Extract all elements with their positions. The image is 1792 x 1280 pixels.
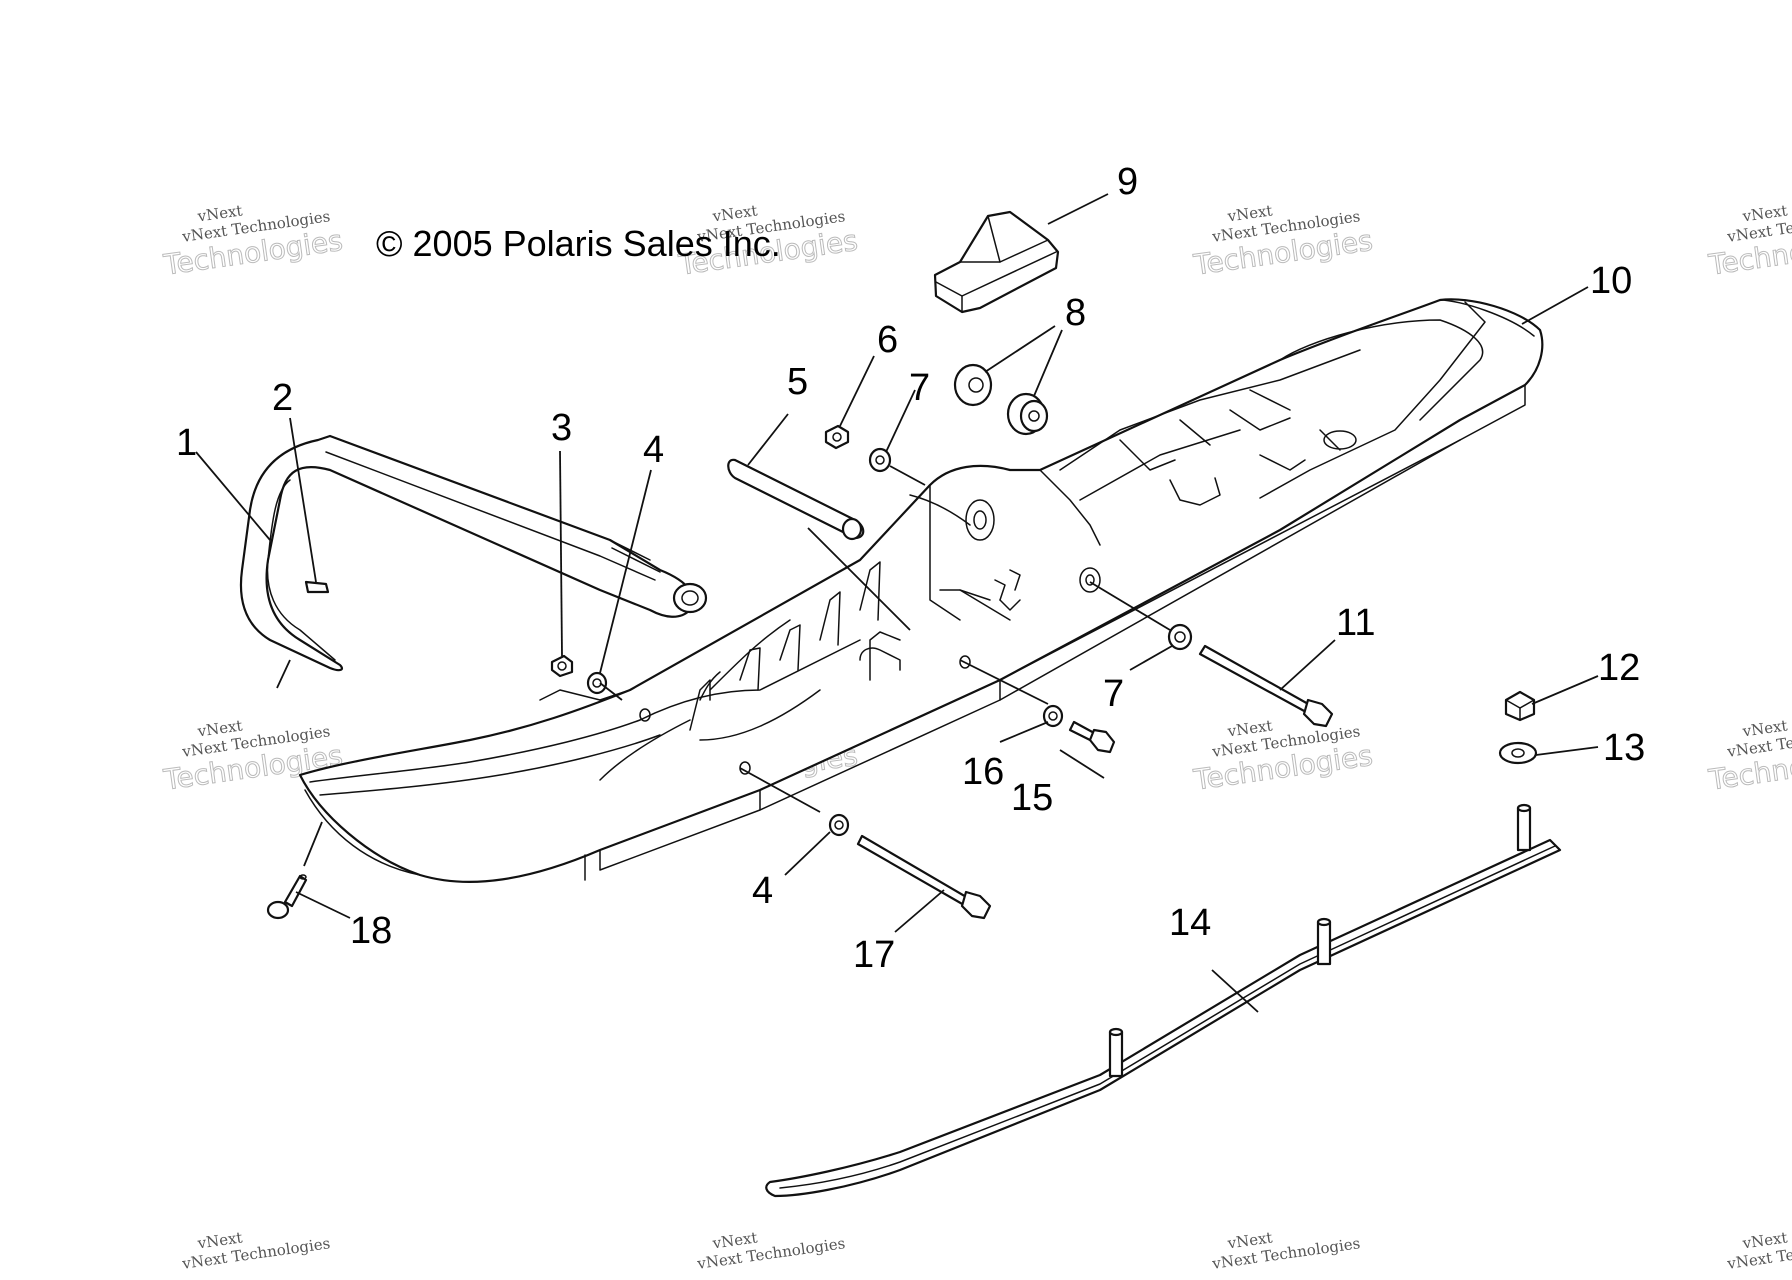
clip-part-2 (304, 580, 330, 594)
watermark: vNext vNext Technologies (1725, 1228, 1792, 1273)
callout-15: 15 (1011, 777, 1053, 819)
callout-9: 9 (1117, 161, 1138, 203)
callout-17: 17 (853, 934, 895, 976)
copyright-text: © 2005 Polaris Sales Inc. (376, 223, 781, 264)
watermark: vNext vNext Technologies Technologies (1190, 716, 1375, 797)
watermark: vNext vNext Technologies Technologies (1190, 201, 1375, 282)
washer-part-7-lower (1167, 623, 1193, 651)
callout-1: 1 (176, 422, 197, 464)
ski-handle-part-1 (239, 434, 708, 672)
callout-11: 11 (1336, 602, 1375, 644)
spacer-tube-part-5 (727, 458, 865, 541)
leader-lines (195, 193, 1599, 1013)
bolt-part-17 (856, 834, 992, 920)
ski-part-10 (298, 298, 1544, 883)
callout-2: 2 (272, 377, 293, 419)
callout-7: 7 (909, 367, 930, 409)
watermark: vNext vNext Technologies Technologies (160, 201, 345, 282)
callout-4-lower: 4 (752, 870, 773, 912)
bolt-part-15 (1068, 720, 1116, 754)
callout-14: 14 (1169, 902, 1211, 944)
watermarks: vNext vNext Technologies Technologies vN… (160, 201, 1792, 1273)
watermark: vNext vNext Technologies (695, 1228, 846, 1273)
callout-6: 6 (877, 319, 898, 361)
nut-part-12 (1504, 690, 1536, 722)
washer-part-16 (1042, 704, 1064, 728)
washer-part-4-lower (828, 813, 850, 837)
callout-7-lower: 7 (1103, 673, 1124, 715)
callout-8: 8 (1065, 292, 1086, 334)
bolt-part-11 (1198, 644, 1334, 728)
watermark: vNext vNext Technologies Technologies (1705, 201, 1792, 282)
washer-part-13 (1498, 741, 1538, 765)
wear-block-part-9 (933, 210, 1060, 314)
callout-16: 16 (962, 751, 1004, 793)
callout-18: 18 (350, 910, 392, 952)
callout-labels: 1 2 3 4 4 5 6 7 7 8 9 10 11 12 13 14 15 … (176, 161, 1645, 976)
washer-part-4 (586, 671, 608, 695)
watermark: vNext vNext Technologies Technologies (1705, 716, 1792, 797)
nut-part-6 (824, 424, 850, 450)
pin-part-18 (266, 874, 308, 920)
callout-4: 4 (643, 429, 664, 471)
carbide-runner-part-14 (765, 803, 1562, 1198)
callout-10: 10 (1590, 260, 1632, 302)
watermark: vNext vNext Technologies (1210, 1228, 1361, 1273)
watermark: vNext vNext Technologies (180, 1228, 331, 1273)
callout-3: 3 (551, 407, 572, 449)
bushing-part-8 (953, 363, 1049, 436)
callout-5: 5 (787, 361, 808, 403)
nut-part-3 (550, 654, 574, 678)
callout-12: 12 (1598, 647, 1640, 689)
washer-part-7 (868, 447, 892, 473)
callout-13: 13 (1603, 727, 1645, 769)
